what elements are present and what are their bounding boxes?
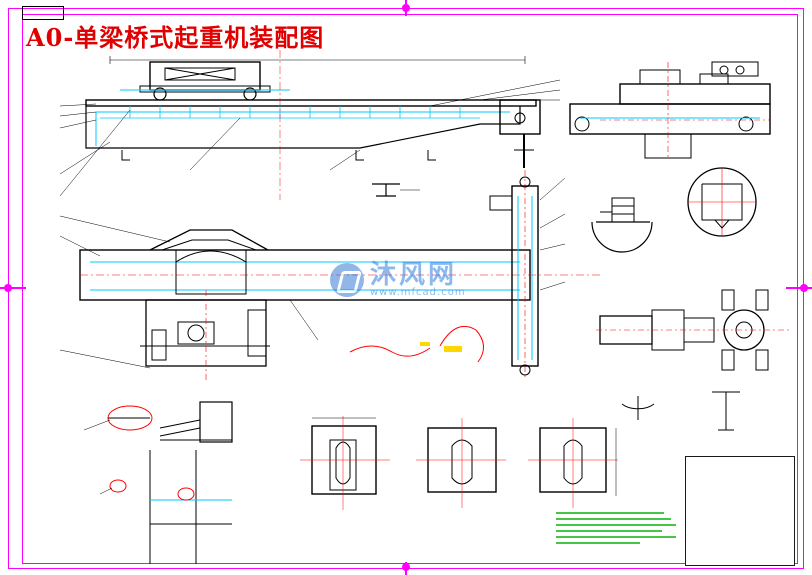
frame-tick-top xyxy=(405,0,407,16)
watermark-url: www.mfcad.com xyxy=(370,287,466,298)
frame-tick-bottom xyxy=(405,562,407,575)
frame-tick-left xyxy=(0,287,26,289)
detail-view-circle xyxy=(687,167,757,237)
section-aa xyxy=(300,416,390,510)
watermark-text: 沐风网 www.mfcad.com xyxy=(370,262,466,298)
watermark-cn: 沐风网 xyxy=(370,260,458,290)
corner-label-box xyxy=(22,6,64,20)
section-cc xyxy=(528,418,618,508)
watermark-logo-icon xyxy=(330,263,364,297)
title-block xyxy=(685,456,795,566)
watermark: 沐风网 www.mfcad.com xyxy=(330,262,466,298)
technical-notes xyxy=(556,512,676,548)
weld-detail-sections xyxy=(349,326,740,431)
drawing-title: A0-单梁桥式起重机装配图 xyxy=(26,23,325,52)
detail-bearing xyxy=(591,197,653,253)
note-line xyxy=(556,524,676,526)
note-line xyxy=(556,512,664,514)
note-line xyxy=(556,518,672,520)
note-line xyxy=(556,542,640,544)
drive-unit-view xyxy=(596,289,792,371)
girder-plan-view xyxy=(59,170,600,380)
lower-left-details xyxy=(83,401,233,564)
note-line xyxy=(556,536,676,538)
trolley-side-view xyxy=(569,61,771,160)
frame-tick-right xyxy=(786,287,812,289)
drawing-frame xyxy=(22,14,798,564)
note-line xyxy=(556,530,662,532)
main-beam-elevation xyxy=(59,56,561,197)
section-bb xyxy=(416,418,506,508)
